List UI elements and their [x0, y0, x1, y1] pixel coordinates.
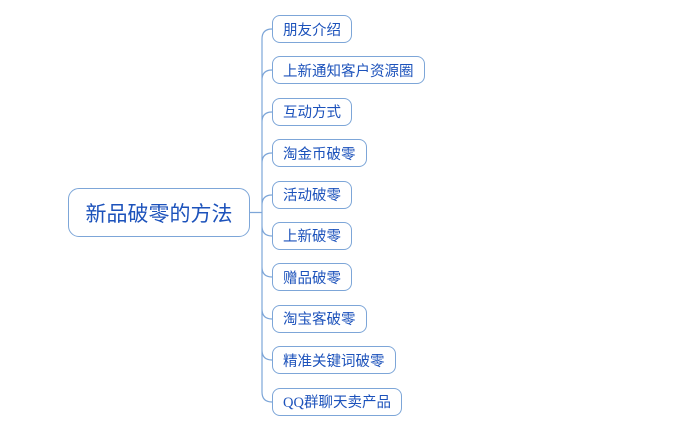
branch-node-label: QQ群聊天卖产品: [283, 395, 391, 412]
branch-node-label: 上新破零: [283, 229, 341, 246]
branch-node-label: 互动方式: [283, 105, 341, 122]
branch-node[interactable]: 活动破零: [272, 180, 352, 209]
branch-node-label: 淘金币破零: [283, 146, 356, 163]
branch-node[interactable]: QQ群聊天卖产品: [272, 387, 402, 416]
branch-node[interactable]: 淘宝客破零: [272, 304, 367, 333]
branch-node-label: 精准关键词破零: [283, 353, 385, 370]
branch-node-label: 上新通知客户资源圈: [283, 63, 414, 80]
root-node[interactable]: 新品破零的方法: [68, 188, 250, 237]
root-node-label: 新品破零的方法: [85, 201, 233, 226]
branch-node[interactable]: 互动方式: [272, 97, 352, 126]
branch-node-label: 赠品破零: [283, 270, 341, 287]
branch-node-label: 朋友介绍: [283, 22, 341, 39]
branch-node-label: 活动破零: [283, 188, 341, 205]
branch-node[interactable]: 精准关键词破零: [272, 346, 396, 375]
branch-node[interactable]: 淘金币破零: [272, 139, 367, 168]
branch-list: 朋友介绍 上新通知客户资源圈 互动方式 淘金币破零 活动破零 上新破零 赠品破零…: [272, 15, 425, 416]
branch-node[interactable]: 朋友介绍: [272, 15, 352, 43]
branch-node[interactable]: 上新破零: [272, 221, 352, 250]
branch-node-label: 淘宝客破零: [283, 312, 356, 329]
branch-node[interactable]: 赠品破零: [272, 263, 352, 292]
branch-node[interactable]: 上新通知客户资源圈: [272, 56, 425, 85]
